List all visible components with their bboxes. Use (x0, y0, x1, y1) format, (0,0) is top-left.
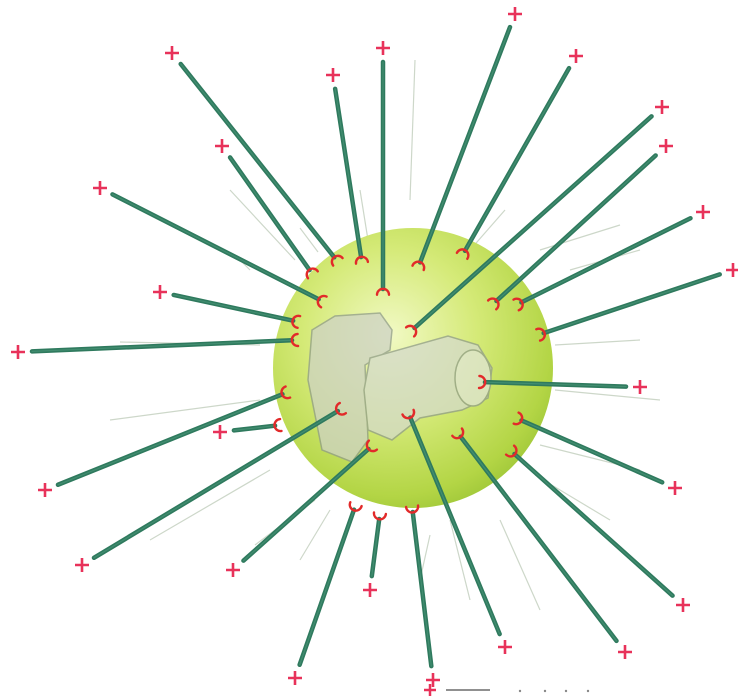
positive-charge (288, 671, 302, 685)
chain-highlight (335, 89, 361, 257)
chain-highlight (461, 437, 617, 641)
chain-21 (288, 502, 362, 685)
chain-19 (406, 506, 440, 688)
chain-9 (11, 334, 298, 359)
ghost-line (360, 190, 368, 240)
ghost-line (540, 225, 620, 250)
chain-highlight (181, 64, 335, 257)
positive-charge (655, 100, 669, 114)
positive-charge (633, 380, 647, 394)
chain-highlight (521, 218, 690, 302)
chain-highlight (496, 155, 655, 301)
positive-charge (668, 481, 682, 495)
positive-charge (11, 345, 25, 359)
chain-highlight (32, 340, 292, 351)
positive-charge (696, 205, 710, 219)
chain-highlight (420, 27, 510, 262)
positive-charge (659, 139, 673, 153)
positive-charge (618, 645, 632, 659)
chain-highlight (112, 194, 318, 299)
positive-charge (93, 181, 107, 195)
bottom-legend-fragment (424, 684, 589, 696)
positive-charge (363, 583, 377, 597)
positive-charge (726, 263, 738, 277)
chain-4 (326, 68, 368, 264)
positive-charge (376, 41, 390, 55)
positive-charge (676, 598, 690, 612)
chain-highlight (465, 68, 569, 251)
chain-13 (536, 263, 738, 341)
chain-highlight (174, 295, 293, 321)
chain-17 (452, 429, 632, 660)
positive-charge (326, 68, 340, 82)
positive-charge (38, 483, 52, 497)
positive-charge (498, 640, 512, 654)
positive-charge (569, 49, 583, 63)
ghost-line (555, 340, 640, 345)
ghost-line (555, 390, 660, 400)
chain-25 (213, 419, 282, 439)
positive-charge (226, 563, 240, 577)
chain-highlight (413, 512, 432, 666)
positive-charge (213, 425, 227, 439)
positive-charge (508, 7, 522, 21)
positive-charge (75, 558, 89, 572)
positive-charge (165, 46, 179, 60)
chain-20 (363, 512, 386, 597)
chain-8 (153, 285, 300, 328)
chain-6 (215, 139, 318, 278)
chain-highlight (372, 519, 379, 576)
ghost-line (410, 60, 415, 200)
positive-charge (153, 285, 167, 299)
chain-highlight (58, 394, 282, 485)
negative-headgroup (274, 419, 281, 431)
core-cylinder-end (455, 350, 491, 406)
ghost-line (150, 470, 270, 540)
negative-headgroup (374, 512, 386, 519)
ghost-line (300, 510, 330, 560)
chain-highlight (544, 274, 720, 333)
chain-highlight (521, 420, 662, 482)
positive-charge (426, 673, 440, 687)
chain-highlight (300, 510, 354, 665)
chain-23 (75, 403, 346, 572)
chain-10 (406, 100, 669, 336)
chain-2 (457, 49, 583, 259)
positive-charge (215, 139, 229, 153)
